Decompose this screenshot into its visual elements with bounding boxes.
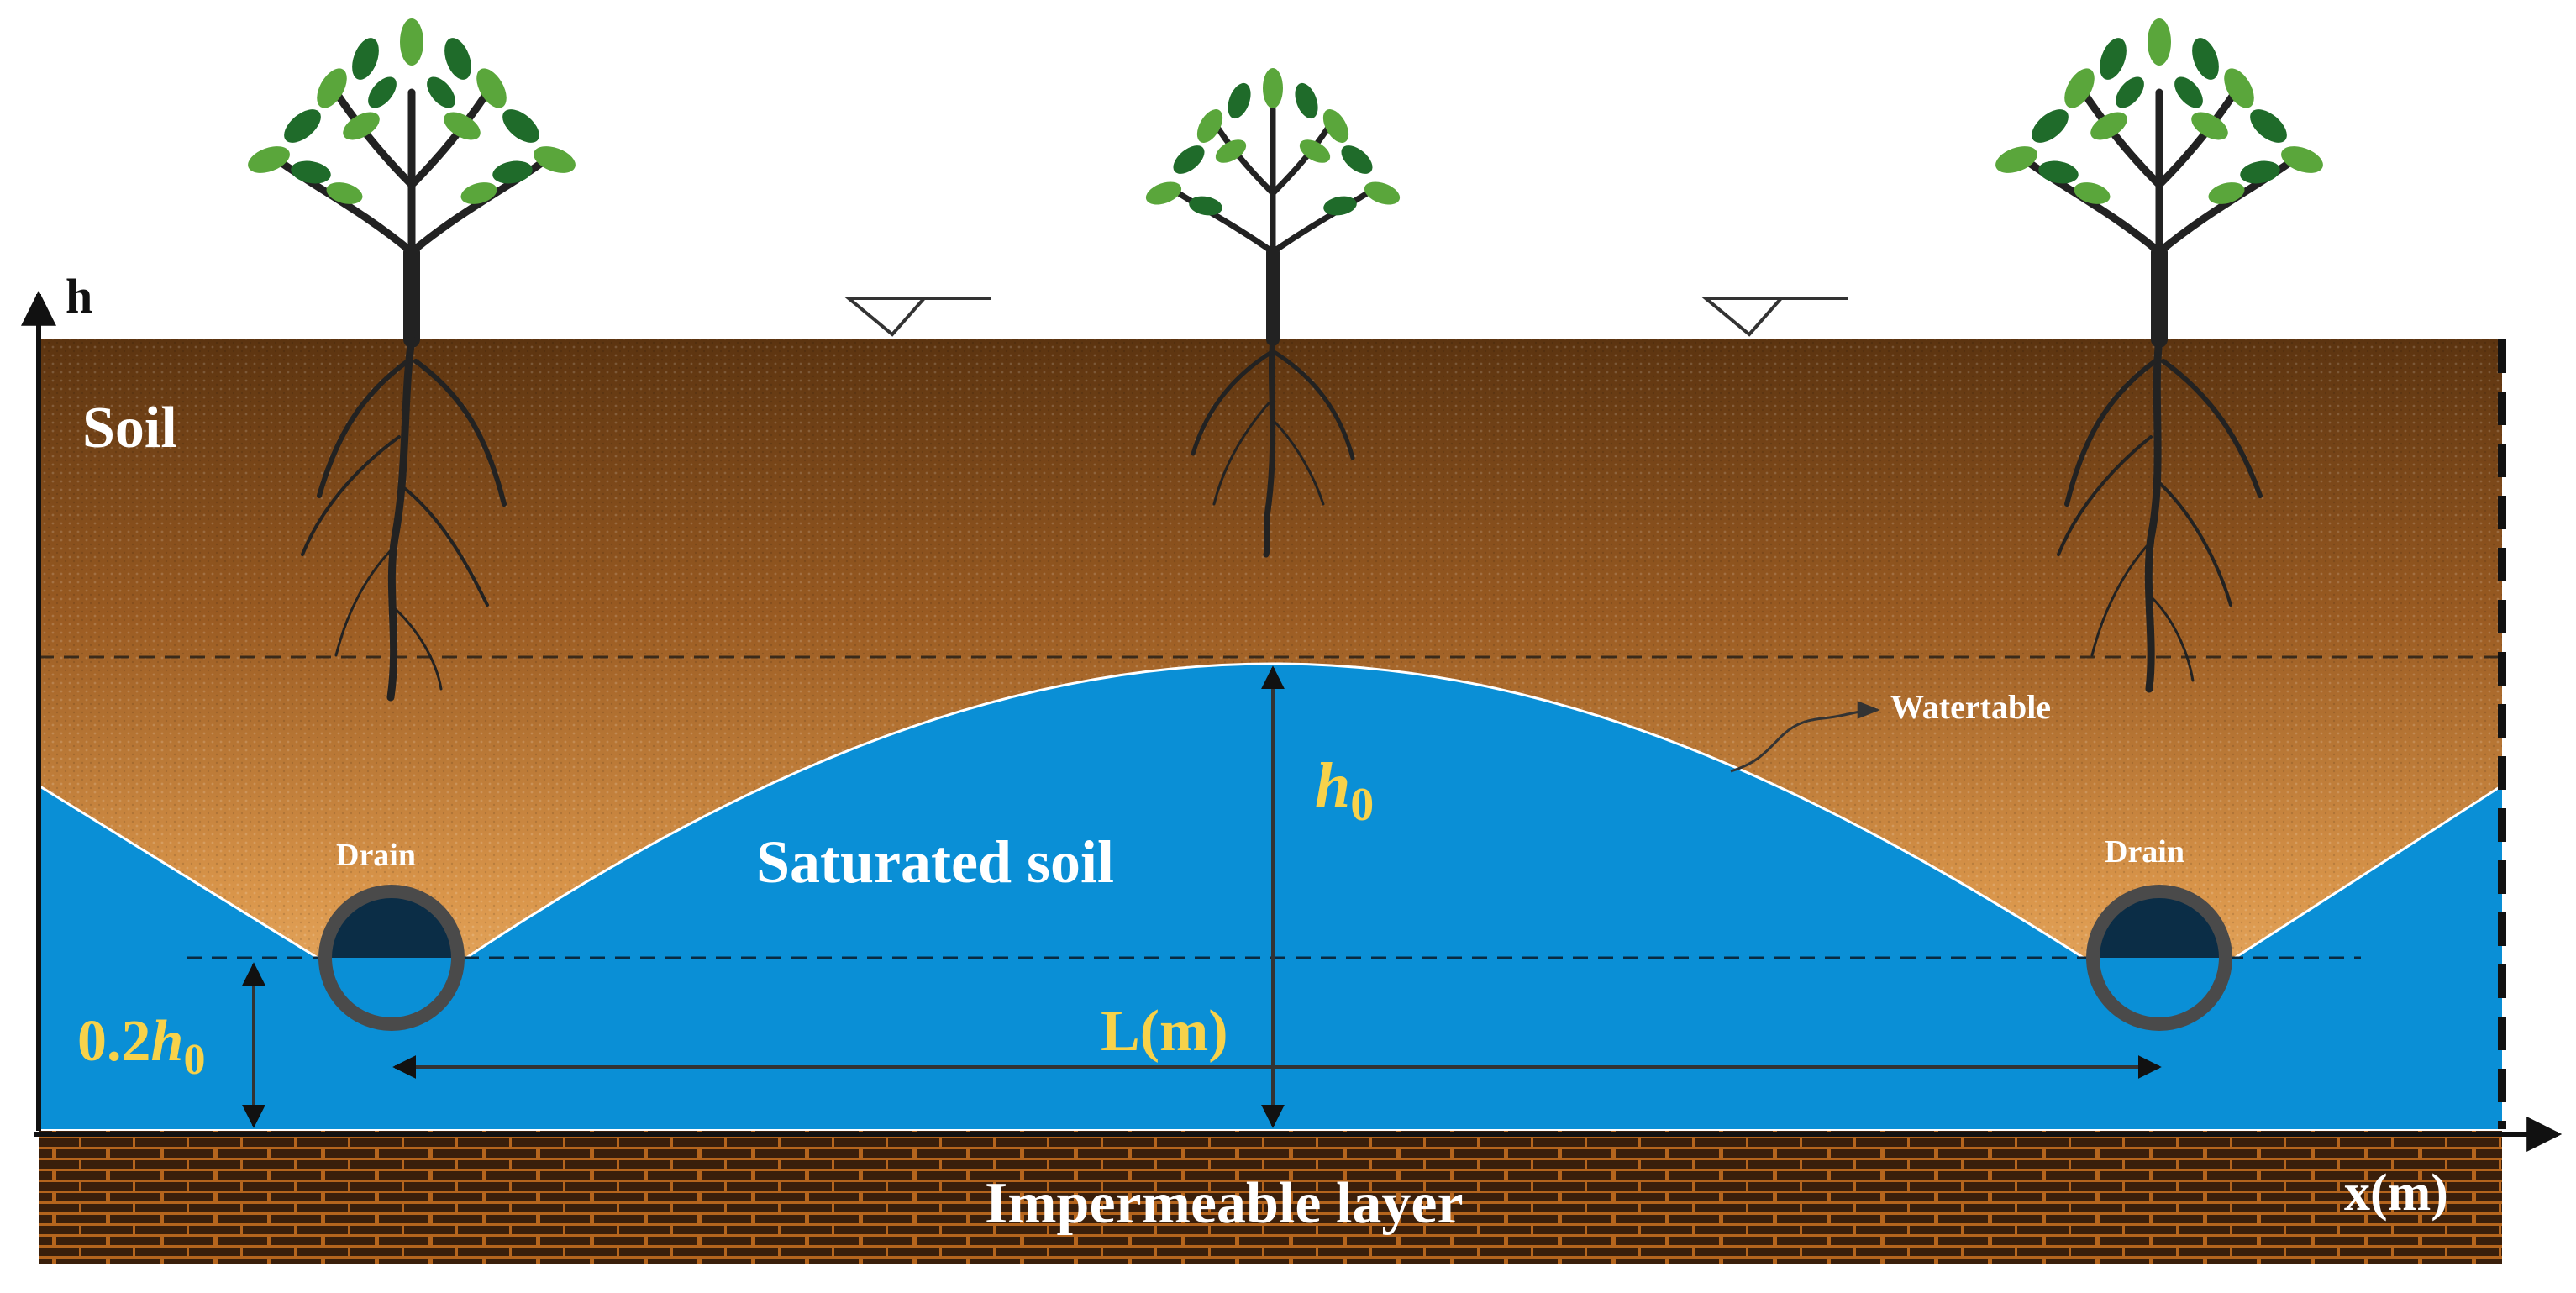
soil-label: Soil: [82, 396, 177, 460]
h-axis-label: h: [66, 269, 92, 323]
tree-right: [1995, 18, 2323, 693]
watertable-pointer: [1730, 701, 1880, 773]
drain-left-label: Drain: [336, 838, 416, 873]
drain-left: [318, 885, 465, 1031]
h0-label-sub: 0: [1350, 779, 1374, 831]
impermeable-layer: [39, 1131, 2502, 1264]
watertable-label: Watertable: [1890, 688, 2051, 726]
water-level-symbol-right: [1701, 297, 1848, 337]
h0-label: h0: [1315, 750, 1374, 831]
min-height-var: h: [151, 1009, 184, 1074]
water-level-symbol-left: [844, 297, 991, 337]
drain-right: [2086, 885, 2232, 1031]
x-axis-label: x(m): [2344, 1164, 2448, 1222]
h0-label-var: h: [1315, 750, 1350, 821]
impermeable-layer-label: Impermeable layer: [985, 1171, 1464, 1236]
min-height-coef: 0.2: [77, 1009, 151, 1074]
watertable-line: [38, 662, 2503, 959]
min-height-sub: 0: [183, 1036, 205, 1084]
tree-middle: [1145, 68, 1401, 558]
saturated-soil-label: Saturated soil: [756, 828, 1114, 896]
l-label: L(m): [1101, 999, 1228, 1064]
min-height-label: 0.2h0: [77, 1009, 205, 1084]
tree-left: [248, 18, 576, 702]
drain-right-label: Drain: [2105, 834, 2184, 870]
